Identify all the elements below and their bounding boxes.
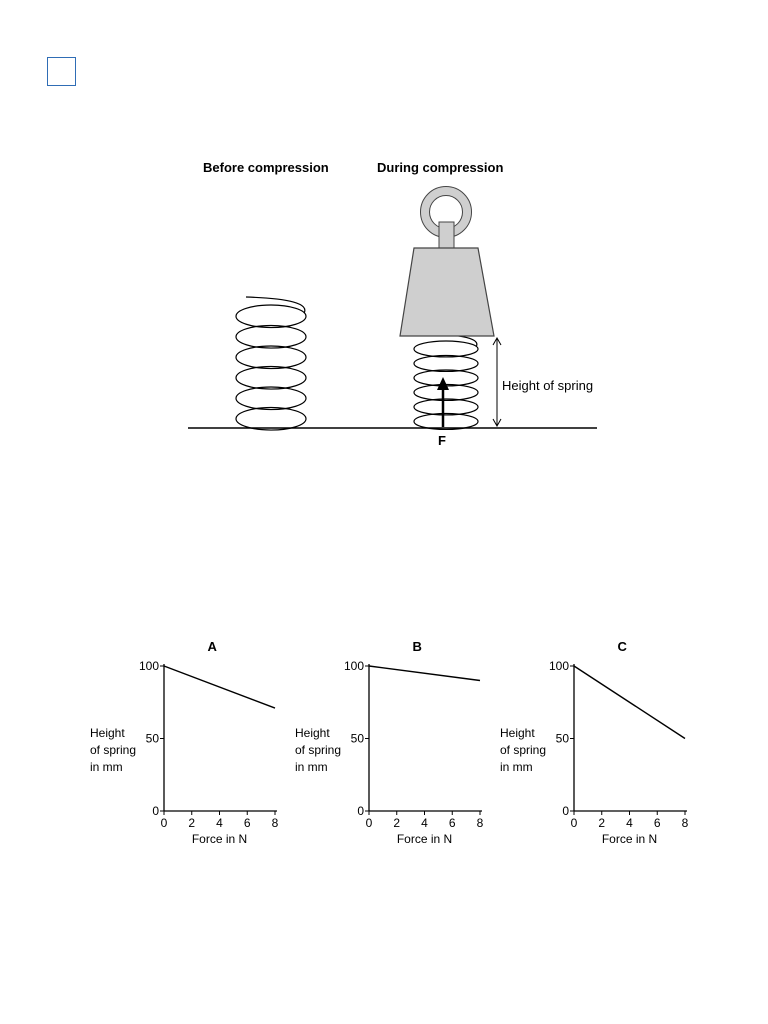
y-axis-label-line: of spring (295, 743, 341, 757)
x-tick-label: 6 (244, 816, 251, 830)
x-tick-label: 2 (188, 816, 195, 830)
spring-uncompressed (235, 296, 307, 431)
x-tick-label: 8 (477, 816, 484, 830)
y-axis-label-line: Height (295, 726, 330, 740)
x-axis-label: Force in N (397, 832, 452, 846)
data-line (163, 665, 276, 709)
x-tick-label: 6 (654, 816, 661, 830)
x-tick-label: 4 (421, 816, 428, 830)
height-dimension-arrow (492, 336, 502, 428)
weight-body (399, 247, 495, 337)
y-tick-label: 50 (351, 732, 365, 746)
data-line (368, 665, 481, 682)
y-tick-label: 0 (152, 804, 159, 818)
x-tick-label: 8 (682, 816, 689, 830)
y-axis-label-line: in mm (90, 760, 123, 774)
x-tick-label: 0 (366, 816, 373, 830)
y-axis-label-line: in mm (295, 760, 328, 774)
spring-diagram: Before compression During compression F … (188, 160, 597, 448)
y-tick-label: 100 (139, 659, 159, 673)
y-tick-label: 50 (146, 732, 160, 746)
y-tick-label: 100 (549, 659, 569, 673)
label-during-compression: During compression (377, 160, 503, 175)
force-label: F (438, 433, 446, 448)
y-axis-label-line: Height (500, 726, 535, 740)
x-tick-label: 0 (571, 816, 578, 830)
x-tick-label: 0 (161, 816, 168, 830)
x-tick-label: 4 (626, 816, 633, 830)
question-answer-box[interactable] (47, 57, 76, 86)
graph-title: B (413, 639, 422, 654)
x-axis-label: Force in N (192, 832, 247, 846)
y-tick-label: 0 (357, 804, 364, 818)
weight-mass (399, 186, 495, 337)
label-before-compression: Before compression (203, 160, 329, 175)
graph-title: C (618, 639, 628, 654)
y-tick-label: 100 (344, 659, 364, 673)
data-line (573, 665, 686, 740)
x-tick-label: 4 (216, 816, 223, 830)
y-axis-label-line: of spring (500, 743, 546, 757)
y-axis-label-line: in mm (500, 760, 533, 774)
force-arrow (437, 377, 449, 427)
y-axis-label-line: of spring (90, 743, 136, 757)
x-axis-label: Force in N (602, 832, 657, 846)
x-tick-label: 8 (272, 816, 279, 830)
x-tick-label: 6 (449, 816, 456, 830)
x-tick-label: 2 (598, 816, 605, 830)
weight-stem (438, 221, 455, 249)
height-of-spring-label: Height of spring (502, 378, 593, 393)
spring-compressed (413, 332, 479, 431)
graph-title: A (208, 639, 218, 654)
y-tick-label: 0 (562, 804, 569, 818)
y-tick-label: 50 (556, 732, 570, 746)
y-axis-label-line: Height (90, 726, 125, 740)
x-tick-label: 2 (393, 816, 400, 830)
